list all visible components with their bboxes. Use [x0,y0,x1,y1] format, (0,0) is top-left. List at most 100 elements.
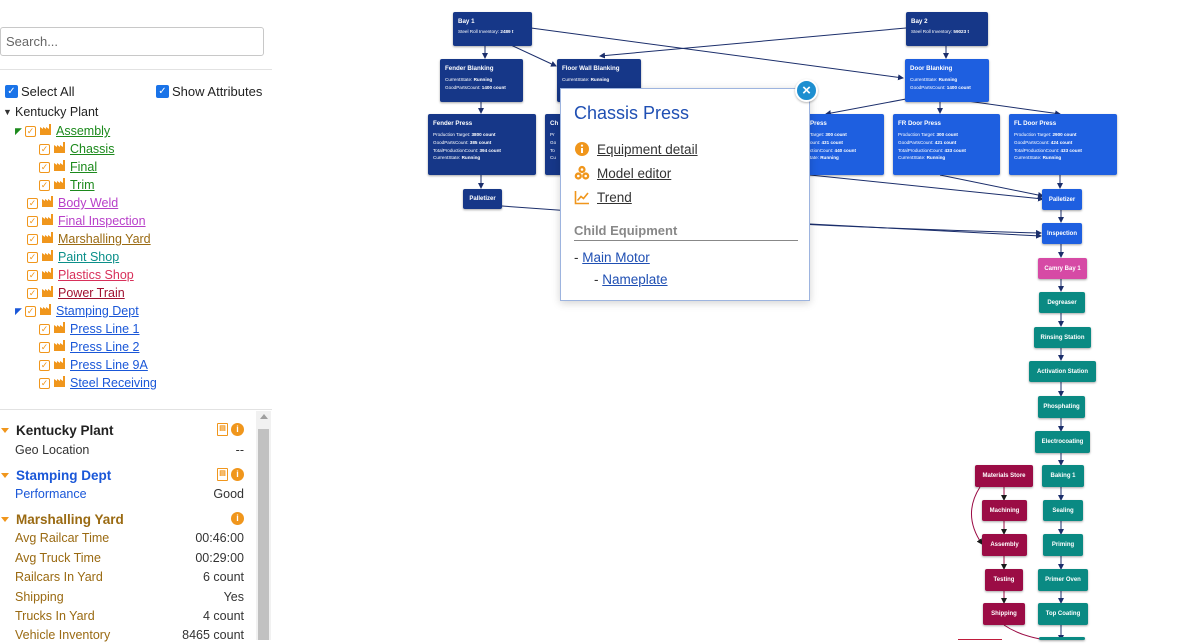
tree-node-final[interactable]: ✓ Final [39,158,97,176]
checkbox-icon[interactable]: ✓ [27,197,38,209]
node-fender-blanking[interactable]: Fender Blanking CurrentState: Running Go… [440,59,523,102]
tree-node-label: Press Line 2 [70,340,140,354]
equipment-popup: Chassis Press Equipment detail Model edi… [560,88,810,301]
caret-down-icon[interactable] [1,472,9,478]
node-fl-door-press[interactable]: FL Door Press Production Target: 2900 co… [1009,114,1117,175]
document-icon[interactable]: ▤ [217,423,228,436]
checkbox-icon[interactable]: ✓ [27,287,38,299]
caret-down-icon[interactable]: ◤ [15,125,22,136]
caret-down-icon[interactable]: ◤ [15,305,22,316]
close-icon[interactable]: × [795,79,818,102]
node-materials-store[interactable]: Materials Store [975,465,1033,487]
node-door-blanking[interactable]: Door Blanking CurrentState: Running Good… [905,59,989,102]
tree-node-steel-receiving[interactable]: ✓ Steel Receiving [39,374,157,392]
child-link[interactable]: Main Motor [582,250,650,265]
checkbox-icon[interactable]: ✓ [27,215,38,227]
node-bay-2[interactable]: Bay 2 Steel Roll Inventory: 59023 t [906,12,988,46]
checkbox-icon[interactable]: ✓ [27,251,38,263]
equipment-detail-link[interactable]: Equipment detail [574,141,698,157]
node-shipping[interactable]: Shipping [983,603,1025,625]
scrollbar[interactable] [256,411,271,640]
tree-node-press-line-9a[interactable]: ✓ Press Line 9A [39,356,148,374]
checkbox-icon[interactable]: ✓ [39,377,50,389]
checkbox-icon[interactable]: ✓ [39,323,50,335]
node-camry-bay-1[interactable]: Camry Bay 1 [1038,258,1087,279]
node-degreaser[interactable]: Degreaser [1039,292,1085,313]
model-editor-link[interactable]: Model editor [574,165,671,181]
caret-down-icon[interactable] [1,516,9,522]
attr-value: 4 count [202,609,244,623]
child-link[interactable]: Nameplate [602,272,668,287]
checkbox-icon[interactable]: ✓ [25,305,36,317]
node-line: GoodPartsCount: 1400 count [910,84,971,90]
node-palletizer-right[interactable]: Palletizer [1042,189,1082,210]
tree-node-press-line-2[interactable]: ✓ Press Line 2 [39,338,139,356]
tree-node-marshalling-yard[interactable]: ✓ Marshalling Yard [27,230,151,248]
caret-down-icon[interactable]: ▼ [3,107,12,117]
node-priming[interactable]: Priming [1043,534,1083,556]
checkbox-icon[interactable]: ✓ [39,161,50,173]
checkbox-icon[interactable]: ✓ [39,179,50,191]
node-machining[interactable]: Machining [982,500,1027,521]
info-icon[interactable]: i [231,423,244,436]
info-icon[interactable]: i [231,512,244,525]
node-palletizer-left[interactable]: Palletizer [463,189,502,209]
node-top-coating[interactable]: Top Coating [1038,603,1088,625]
child-item-nameplate[interactable]: - Nameplate [594,272,668,287]
caret-down-icon[interactable] [1,427,9,433]
node-primer-oven[interactable]: Primer Oven [1038,569,1088,591]
scroll-up-icon[interactable] [260,414,268,419]
checkbox-icon[interactable]: ✓ [25,125,36,137]
tree-node-stamping-dept[interactable]: ◤ ✓ Stamping Dept [15,302,139,320]
attr-section-kentucky-plant[interactable]: Kentucky Plant ▤ i [0,421,250,439]
scrollbar-thumb[interactable] [258,429,269,640]
checkbox-icon[interactable]: ✓ [27,233,38,245]
node-phosphating[interactable]: Phosphating [1038,396,1085,418]
attr-section-marshalling-yard[interactable]: Marshalling Yard i [0,510,250,528]
trend-link[interactable]: Trend [574,189,632,205]
checkbox-icon[interactable]: ✓ [39,143,50,155]
node-rinsing-station[interactable]: Rinsing Station [1034,327,1091,348]
node-title: Press [810,120,827,127]
tree-node-assembly[interactable]: ◤ ✓ Assembly [15,122,110,140]
tree-node-final-inspection[interactable]: ✓ Final Inspection [27,212,146,230]
attr-section-stamping-dept[interactable]: Stamping Dept ▤ i [0,466,250,484]
tree-node-trim[interactable]: ✓ Trim [39,176,95,194]
node-testing[interactable]: Testing [985,569,1023,591]
document-icon[interactable]: ▤ [217,468,228,481]
node-next-teal[interactable] [1039,637,1085,640]
tree-node-root[interactable]: ▼ Kentucky Plant [3,103,98,121]
tree-node-body-weld[interactable]: ✓ Body Weld [27,194,118,212]
tree-node-power-train[interactable]: ✓ Power Train [27,284,125,302]
trend-icon [574,189,590,205]
node-fender-press[interactable]: Fender Press Production Target: 3800 cou… [428,114,536,175]
node-bay-1[interactable]: Bay 1 Steel Roll Inventory: 2489 t [453,12,532,46]
node-fr-door-press[interactable]: FR Door Press Production Target: 300 cou… [893,114,1000,175]
node-activation-station[interactable]: Activation Station [1029,361,1096,382]
factory-icon [42,268,55,282]
show-attributes-checkbox[interactable]: ✓ Show Attributes [156,84,262,99]
checkbox-icon[interactable]: ✓ [39,359,50,371]
node-electrocoating[interactable]: Electrocoating [1035,431,1090,453]
tree-node-paint-shop[interactable]: ✓ Paint Shop [27,248,119,266]
info-icon[interactable]: i [231,468,244,481]
attr-row: Geo Location -- [15,441,244,459]
search-box[interactable] [0,27,264,56]
node-door-press[interactable]: Press Target: 300 count ount: 431 count … [802,114,884,175]
node-baking-1[interactable]: Baking 1 [1042,465,1084,487]
left-panel: ✓ Select All ✓ Show Attributes ▼ Kentuck… [0,0,272,642]
node-assembly[interactable]: Assembly [982,534,1027,556]
child-item-main-motor[interactable]: - Main Motor [574,250,650,265]
select-all-checkbox[interactable]: ✓ Select All [5,84,74,99]
tree-node-label: Paint Shop [58,250,120,264]
node-sealing[interactable]: Sealing [1043,500,1083,521]
tree-node-press-line-1[interactable]: ✓ Press Line 1 [39,320,139,338]
checkbox-icon[interactable]: ✓ [39,341,50,353]
node-inspection[interactable]: Inspection [1042,223,1082,244]
tree-node-plastics-shop[interactable]: ✓ Plastics Shop [27,266,134,284]
node-line: GoodPartsCount: 424 count [1014,139,1073,145]
tree-node-chassis[interactable]: ✓ Chassis [39,140,114,158]
search-input[interactable] [1,28,263,55]
attr-name: Railcars In Yard [15,570,103,584]
checkbox-icon[interactable]: ✓ [27,269,38,281]
